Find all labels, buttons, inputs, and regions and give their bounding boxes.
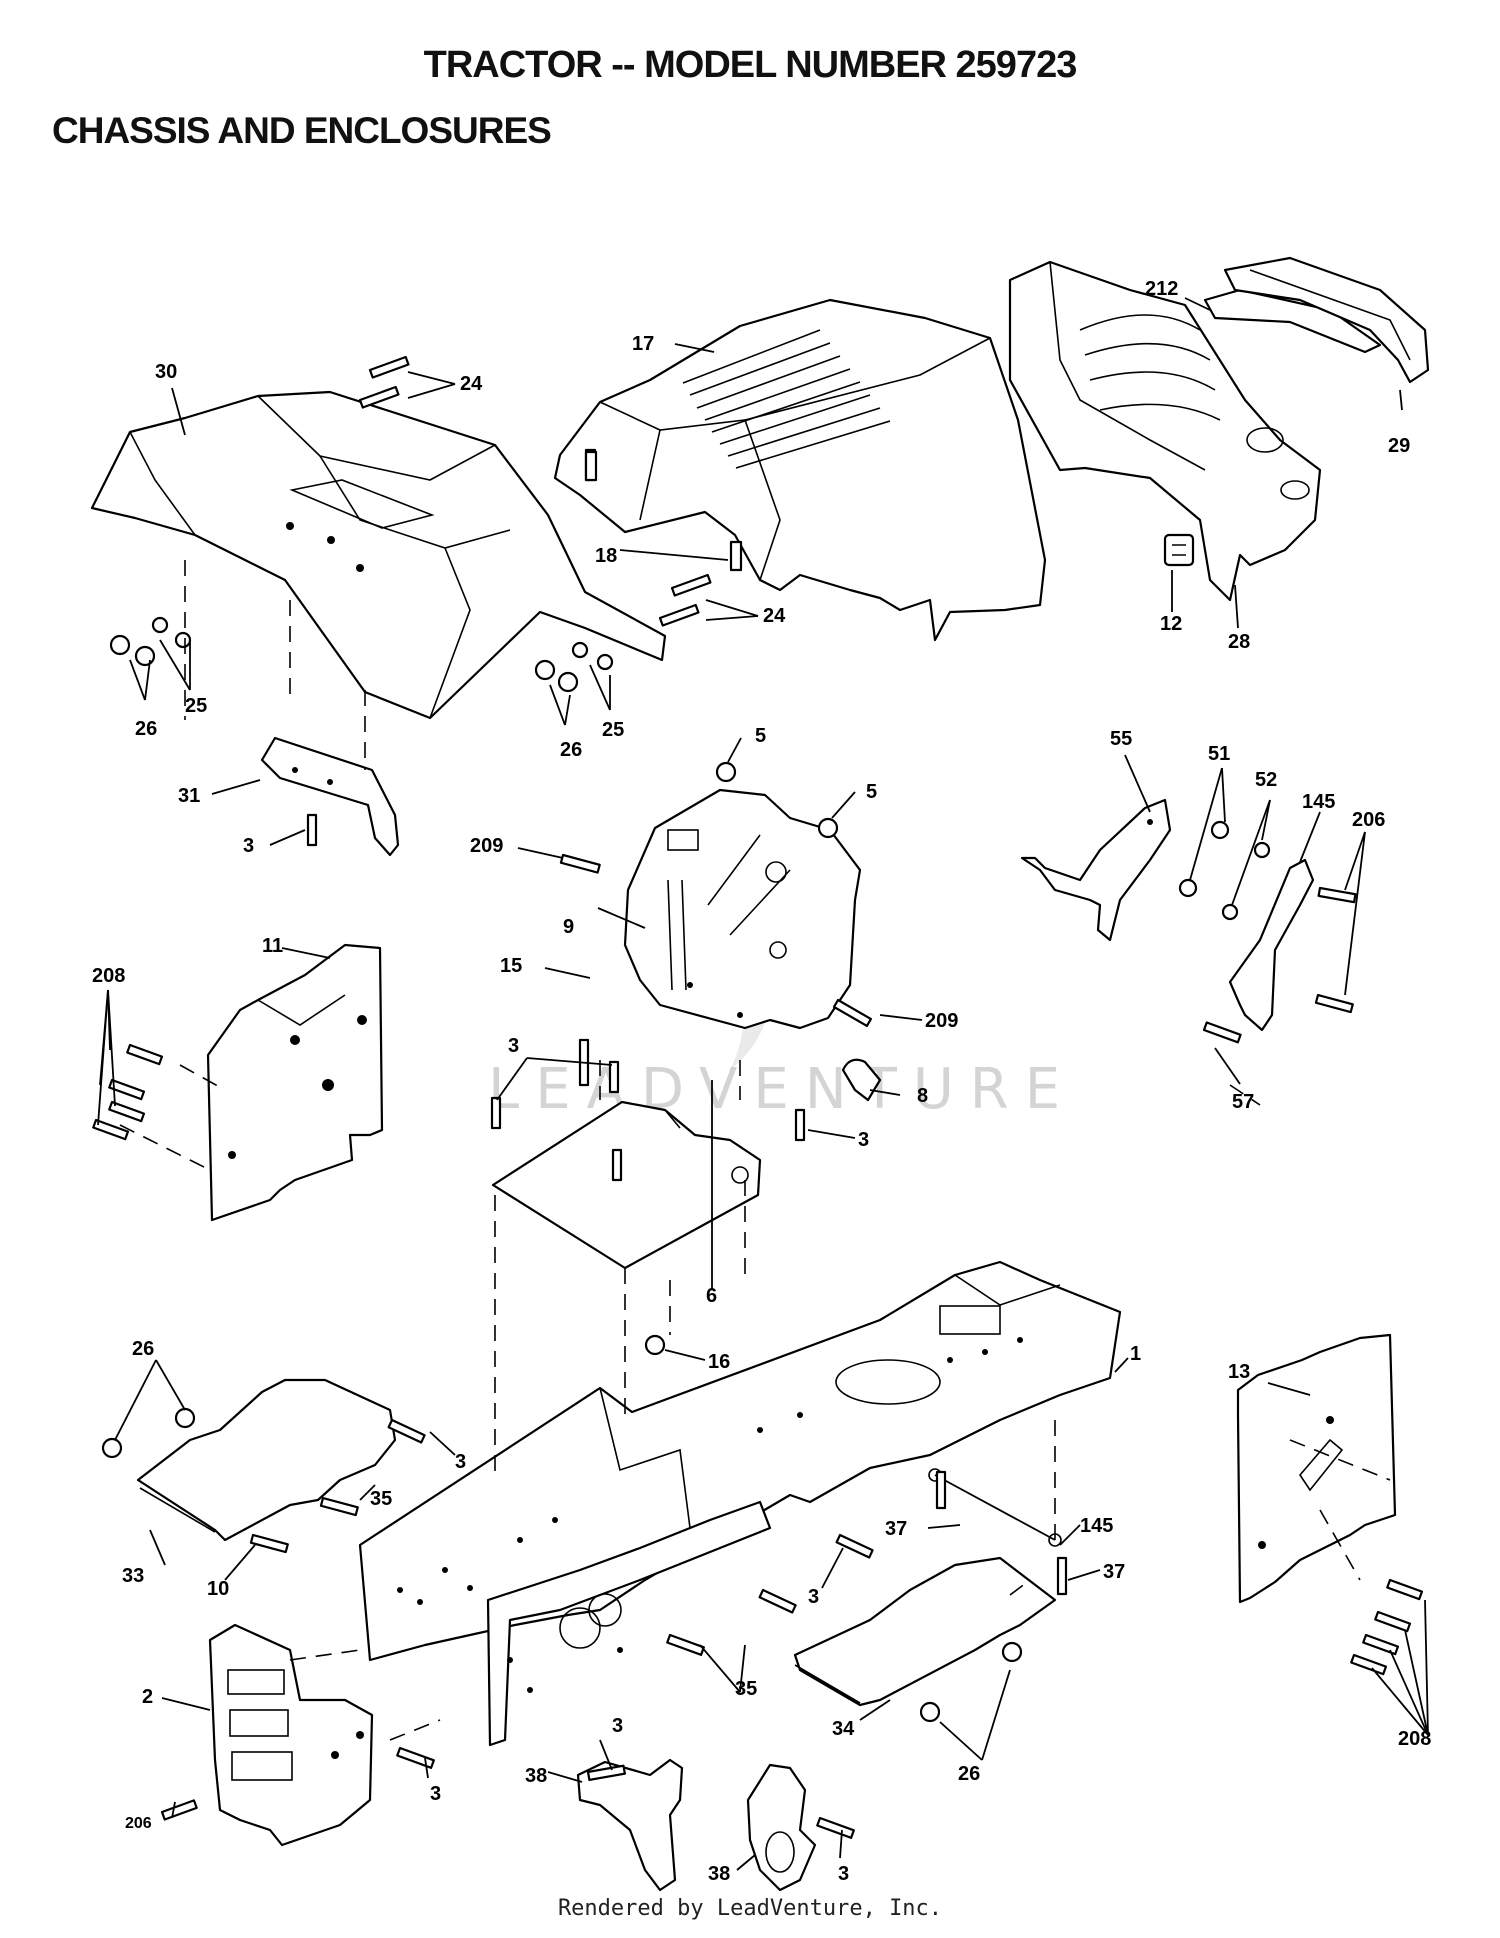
label-37: 37 [885,1518,907,1540]
label-3a: 3 [243,835,254,857]
label-3h: 3 [838,1863,849,1885]
part-hood [553,298,1047,642]
part-bracket-38-left [576,1758,684,1892]
part-lower-frame-rail [486,1500,772,1747]
label-25b: 25 [602,719,624,741]
label-33: 33 [122,1565,144,1587]
part-dash-panel [623,788,862,1030]
label-12: 12 [1160,613,1182,635]
label-3e: 3 [808,1586,819,1608]
watermark: LEADVENTURE [488,1057,1076,1122]
label-208: 208 [92,965,125,987]
diagram-title: TRACTOR -- MODEL NUMBER 259723 [423,44,1078,86]
label-18: 18 [595,545,617,567]
part-grille-cap [1223,256,1430,384]
part-left-footrest [136,1378,397,1542]
part-grille-housing [1008,260,1322,602]
part-floor-plate [491,1100,762,1270]
label-28: 28 [1228,631,1250,653]
label-52: 52 [1255,769,1277,791]
label-53: 55 [1110,728,1132,750]
label-209b: 209 [925,1010,958,1032]
label-17: 17 [632,333,654,355]
part-rear-fender [90,390,667,720]
part-right-side-panel [1236,1333,1397,1604]
part-rod-145 [928,1468,1062,1547]
label-6: 6 [706,1285,717,1307]
label-54: 57 [1232,1091,1254,1113]
part-right-footrest [793,1556,1057,1707]
label-10: 10 [207,1578,229,1600]
label-35b: 35 [735,1678,757,1700]
label-11: 11 [262,935,283,957]
leader-lines [97,297,1429,1871]
label-26c: 26 [132,1338,154,1360]
label-57: 206 [1352,809,1385,831]
label-38b: 38 [708,1863,730,1885]
label-206: 206 [125,1815,152,1832]
label-16: 16 [708,1351,730,1373]
label-2: 2 [142,1686,153,1708]
label-1: 1 [1130,1343,1141,1365]
label-3b: 3 [508,1035,519,1057]
label-55: 145 [1302,791,1335,813]
label-51: 51 [1208,743,1230,765]
label-35: 35 [370,1488,392,1510]
label-25: 25 [185,695,207,717]
label-3d: 3 [455,1451,466,1473]
label-24b: 24 [763,605,786,627]
footer-credit: Rendered by LeadVenture, Inc. [557,1896,943,1921]
label-212: 212 [1145,278,1178,300]
label-26d: 26 [958,1763,980,1785]
label-145: 145 [1080,1515,1113,1537]
part-bracket-38-right [746,1763,817,1892]
label-9: 9 [563,916,574,938]
label-30: 30 [155,361,177,383]
label-29: 29 [1388,435,1410,457]
part-clip [1163,533,1195,567]
label-209: 209 [470,835,503,857]
label-38: 38 [525,1765,547,1787]
part-bracket-55 [1228,858,1315,1032]
label-208b: 208 [1398,1728,1431,1750]
callout-labels: 30 24 17 212 29 18 24 12 28 26 25 26 25 … [92,278,1431,1885]
label-3c: 3 [858,1129,869,1151]
label-15: 15 [500,955,522,977]
section-title: CHASSIS AND ENCLOSURES [52,110,552,151]
part-left-side-panel [206,943,384,1222]
alignment-lines [119,560,1391,1741]
label-3g: 3 [430,1783,441,1805]
label-13: 13 [1228,1361,1250,1383]
part-front-bracket [208,1623,374,1847]
label-37b: 37 [1103,1561,1125,1583]
label-31: 31 [178,785,200,807]
part-bracket-31 [260,736,400,857]
label-26: 26 [135,718,157,740]
label-5b: 5 [866,781,877,803]
label-24: 24 [460,373,483,395]
label-26b: 26 [560,739,582,761]
part-hood-pins [584,450,743,572]
label-5: 5 [755,725,766,747]
part-bracket-53 [1020,798,1172,942]
label-8: 8 [917,1085,928,1107]
label-3f: 3 [612,1715,623,1737]
label-34: 34 [832,1718,855,1740]
